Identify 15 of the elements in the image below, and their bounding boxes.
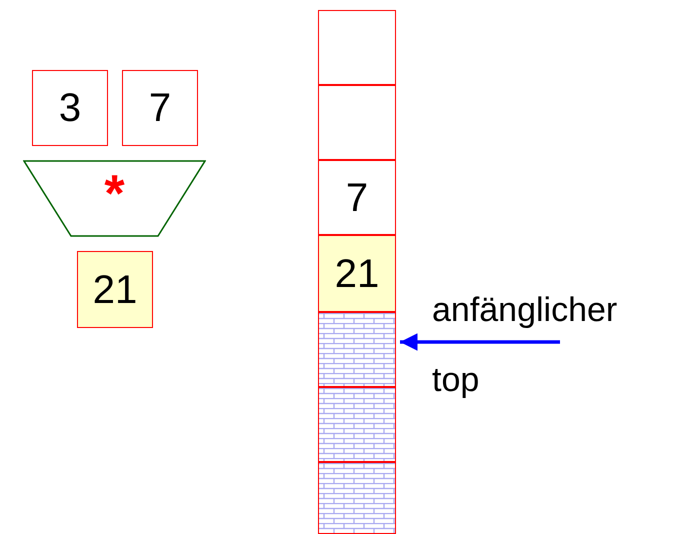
operator-symbol: * [104, 168, 125, 225]
pointer-label: anfänglicher [432, 290, 618, 330]
pointer-label: top [432, 360, 480, 400]
stack-cell-free [318, 462, 396, 534]
stack-cell [318, 10, 396, 85]
value-box: 7 [122, 70, 198, 146]
stack-cell-free [318, 312, 396, 387]
stack-cell-free [318, 387, 396, 462]
stack-cell [318, 85, 396, 160]
arrow [400, 333, 560, 351]
operator-trapezoid [23, 160, 206, 237]
value-box: 7 [318, 160, 396, 235]
value-box: 3 [32, 70, 108, 146]
value-box: 21 [318, 235, 396, 312]
value-box: 21 [77, 251, 153, 328]
